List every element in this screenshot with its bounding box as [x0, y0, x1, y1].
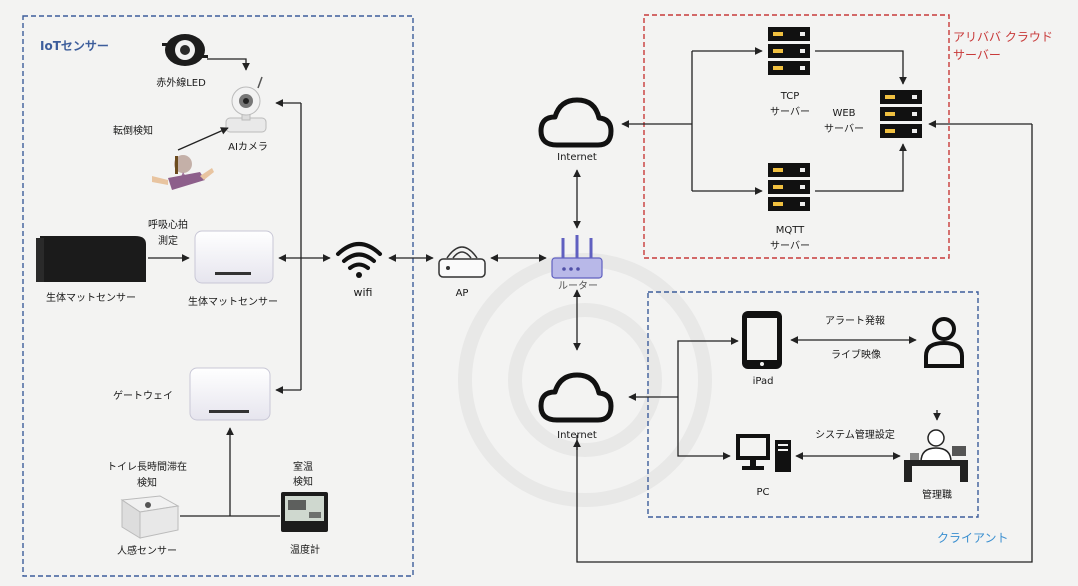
pc-label: PC — [756, 487, 770, 498]
manager-label: 管理職 — [922, 490, 952, 501]
wifi-label: wifi — [353, 286, 373, 299]
ai-camera-icon — [225, 76, 267, 133]
internet-cloud-bottom-icon — [538, 372, 614, 423]
mat-sensor-box-icon — [194, 230, 274, 284]
cloud-group-box — [643, 14, 950, 259]
ir-led-icon — [162, 34, 208, 66]
thermometer-icon — [281, 492, 328, 532]
cloud-group-title-line1: アリババ クラウド — [953, 30, 1053, 44]
internet-bottom-label: Internet — [557, 430, 597, 441]
ap-label: AP — [455, 288, 469, 299]
motion-sensor-label: 人感センサー — [117, 546, 177, 557]
client-connectors — [628, 336, 917, 460]
tcp-server-icon — [768, 27, 810, 75]
wifi-icon — [336, 242, 382, 278]
web-server-icon — [880, 90, 922, 138]
cloud-connectors — [573, 47, 1033, 563]
fall-detect-label: 転倒検知 — [113, 126, 153, 137]
system-label: システム管理設定 — [815, 430, 895, 441]
internet-top-label: Internet — [557, 152, 597, 163]
iot-connectors — [148, 58, 331, 517]
iot-group-box — [22, 15, 414, 577]
network-connectors — [388, 169, 581, 351]
internet-cloud-top-icon — [538, 97, 614, 148]
temp-label-line2: 検知 — [293, 477, 313, 488]
web-label-line1: WEB — [832, 108, 856, 119]
pc-icon — [736, 434, 791, 472]
mat-right-label: 生体マットセンサー — [188, 297, 278, 308]
toilet-label-line1: トイレ長時間滞在 — [107, 462, 187, 473]
router-label: ルーター — [558, 281, 598, 292]
mqtt-label-line1: MQTT — [775, 225, 805, 236]
breath-label-line1: 呼吸心拍 — [148, 220, 188, 231]
toilet-label-line2: 検知 — [137, 478, 157, 489]
mat-sensor-left-icon — [36, 236, 146, 282]
breath-label-line2: 測定 — [158, 236, 178, 247]
tcp-label-line2: サーバー — [770, 107, 810, 118]
user-icon — [924, 317, 964, 368]
gateway-label: ゲートウェイ — [113, 391, 173, 402]
watermark — [458, 253, 712, 507]
mqtt-label-line2: サーバー — [770, 241, 810, 252]
web-label-line2: サーバー — [824, 124, 864, 135]
thermometer-label: 温度計 — [290, 545, 320, 556]
live-label: ライブ映像 — [831, 350, 881, 361]
ir-led-label: 赤外線LED — [156, 78, 206, 89]
gateway-icon — [189, 367, 271, 421]
alert-label: アラート発報 — [825, 316, 885, 327]
mqtt-server-icon — [768, 163, 810, 211]
iot-group-title: IoTセンサー — [40, 39, 109, 53]
tcp-label-line1: TCP — [780, 91, 800, 102]
manager-icon — [904, 410, 968, 482]
cloud-group-title-line2: サーバー — [953, 48, 1001, 62]
ap-icon — [438, 246, 486, 278]
fallen-person-icon — [152, 155, 214, 190]
client-group-title: クライアント — [937, 531, 1009, 545]
client-group-box — [647, 291, 979, 518]
motion-sensor-icon — [120, 495, 180, 539]
ai-camera-label: AIカメラ — [228, 142, 268, 153]
ipad-icon — [742, 311, 782, 369]
ipad-label: iPad — [752, 376, 774, 387]
mat-left-label: 生体マットセンサー — [46, 293, 136, 304]
router-icon — [551, 235, 603, 279]
temp-label-line1: 室温 — [293, 462, 313, 473]
